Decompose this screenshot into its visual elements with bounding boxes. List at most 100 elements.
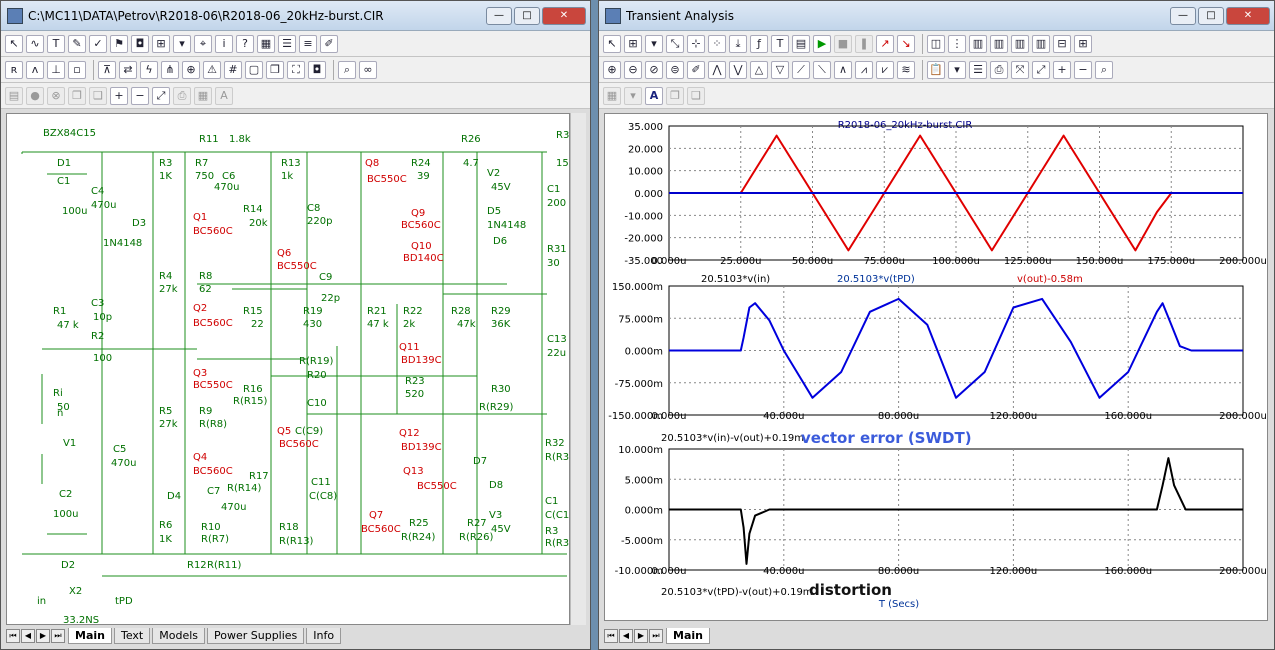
close-button[interactable]: ✕ — [1226, 6, 1270, 25]
region-icon[interactable]: ⛶ — [287, 60, 305, 79]
find-icon[interactable]: ⌕ — [338, 60, 356, 79]
cursor-global-high-icon[interactable]: ⟍ — [813, 60, 831, 79]
last-tab-icon[interactable]: ⏭ — [51, 629, 65, 643]
cursor-icon[interactable]: ⤓ — [729, 34, 747, 53]
zoom-fit-icon[interactable]: ⤢ — [152, 86, 170, 105]
pause-icon[interactable]: ❚ — [855, 34, 873, 53]
function-icon[interactable]: ƒ — [750, 34, 768, 53]
zoom-reset-icon[interactable]: ⌕ — [1095, 60, 1113, 79]
run-icon[interactable]: ▶ — [813, 34, 831, 53]
library-icon[interactable]: ☰ — [278, 34, 296, 53]
edit-icon[interactable]: ✐ — [320, 34, 338, 53]
cursor-inflect-icon[interactable]: ⟋ — [792, 60, 810, 79]
cursor-slope-icon[interactable]: ≋ — [897, 60, 915, 79]
cursor-peak-icon[interactable]: ⋀ — [708, 60, 726, 79]
component-icon[interactable]: ⊞ — [152, 34, 170, 53]
wire-icon[interactable]: ∿ — [26, 34, 44, 53]
schematic-window[interactable]: C:\MC11\DATA\Petrov\R2018-06\R2018-06_20… — [0, 0, 591, 650]
dropdown-icon[interactable]: ▾ — [645, 34, 663, 53]
cursor-top-icon[interactable]: ⩘ — [855, 60, 873, 79]
copy-icon[interactable]: ❐ — [68, 86, 86, 105]
stop-icon[interactable]: ● — [26, 86, 44, 105]
grid-icon[interactable]: # — [224, 60, 242, 79]
dropdown-icon[interactable]: ▾ — [948, 60, 966, 79]
camera-icon[interactable]: ◘ — [131, 34, 149, 53]
paste-icon[interactable]: ❑ — [687, 86, 705, 105]
zoom-in-icon[interactable]: ⊕ — [603, 60, 621, 79]
next-tab-icon[interactable]: ▶ — [36, 629, 50, 643]
node-voltages-icon[interactable]: ʌ — [26, 60, 44, 79]
binoculars-icon[interactable]: ∞ — [359, 60, 377, 79]
optimize-icon[interactable]: ↘ — [897, 34, 915, 53]
probe-icon[interactable]: ⌖ — [194, 34, 212, 53]
zoom-out-icon[interactable]: − — [131, 86, 149, 105]
tab-main[interactable]: Main — [666, 628, 710, 644]
layout-icon[interactable]: ▦ — [194, 86, 212, 105]
info-icon[interactable]: i — [215, 34, 233, 53]
next-tab-icon[interactable]: ▶ — [634, 629, 648, 643]
copy-icon[interactable]: ❐ — [266, 60, 284, 79]
bounds-icon[interactable]: ◫ — [927, 34, 945, 53]
plot-icon-3[interactable]: ▥ — [1011, 34, 1029, 53]
first-tab-icon[interactable]: ⏮ — [6, 629, 20, 643]
node-numbers-icon[interactable]: ʀ — [5, 60, 23, 79]
tab-text[interactable]: Text — [113, 628, 151, 644]
last-tab-icon[interactable]: ⏭ — [649, 629, 663, 643]
stop-icon[interactable]: ■ — [834, 34, 852, 53]
properties-icon[interactable]: ▤ — [792, 34, 810, 53]
prev-tab-icon[interactable]: ◀ — [21, 629, 35, 643]
power-icon[interactable]: ⊕ — [182, 60, 200, 79]
fit-icon[interactable]: ⤧ — [1011, 60, 1029, 79]
select-mode-icon[interactable]: ↖ — [603, 34, 621, 53]
font-icon[interactable]: A — [215, 86, 233, 105]
list-icon[interactable]: ☰ — [969, 60, 987, 79]
zoom-icon[interactable]: ⊘ — [645, 60, 663, 79]
tab-power-supplies[interactable]: Power Supplies — [207, 628, 305, 644]
tab-models[interactable]: Models — [152, 628, 205, 644]
text-icon[interactable]: T — [47, 34, 65, 53]
arrows-icon[interactable]: ⇄ — [119, 60, 137, 79]
data-points-icon[interactable]: ⊹ — [687, 34, 705, 53]
v-split-icon[interactable]: ⊞ — [1074, 34, 1092, 53]
print-icon[interactable]: ⎙ — [173, 86, 191, 105]
table-icon[interactable]: ≡ — [299, 34, 317, 53]
layout-icon[interactable]: ▦ — [603, 86, 621, 105]
bolt-icon[interactable]: ϟ — [140, 60, 158, 79]
zoom-in-icon[interactable]: + — [1053, 60, 1071, 79]
grid-text-icon[interactable]: ▫ — [68, 60, 86, 79]
maximize-button[interactable]: □ — [514, 6, 540, 25]
properties-icon[interactable]: ▤ — [5, 86, 23, 105]
analysis-title-bar[interactable]: Transient Analysis — □ ✕ — [599, 1, 1274, 31]
cursor-valley-icon[interactable]: ⋁ — [729, 60, 747, 79]
cursor-global-low-icon[interactable]: ∧ — [834, 60, 852, 79]
warning-icon[interactable]: ⚠ — [203, 60, 221, 79]
cursor-high-icon[interactable]: △ — [750, 60, 768, 79]
paste-icon[interactable]: ❑ — [89, 86, 107, 105]
tokens-icon[interactable]: ⁘ — [708, 34, 726, 53]
camera-icon[interactable]: ◘ — [308, 60, 326, 79]
cursor-bottom-icon[interactable]: ⩗ — [876, 60, 894, 79]
expand-icon[interactable]: ⤢ — [1032, 60, 1050, 79]
dropdown-icon[interactable]: ▾ — [173, 34, 191, 53]
schematic-title-bar[interactable]: C:\MC11\DATA\Petrov\R2018-06\R2018-06_20… — [1, 1, 590, 31]
analysis-window[interactable]: Transient Analysis — □ ✕ ↖ ⊞ ▾ ⤡ ⊹ ⁘ ⤓ ƒ… — [598, 0, 1275, 650]
first-tab-icon[interactable]: ⏮ — [604, 629, 618, 643]
calc-icon[interactable]: ▦ — [257, 34, 275, 53]
maximize-button[interactable]: □ — [1198, 6, 1224, 25]
flag-icon[interactable]: ⚑ — [110, 34, 128, 53]
select-mode-icon[interactable]: ↖ — [5, 34, 23, 53]
clipboard-icon[interactable]: 📋 — [927, 60, 945, 79]
text-icon[interactable]: T — [771, 34, 789, 53]
split-icon[interactable]: ⋔ — [161, 60, 179, 79]
tab-info[interactable]: Info — [306, 628, 342, 644]
check-icon[interactable]: ✓ — [89, 34, 107, 53]
help-icon[interactable]: ? — [236, 34, 254, 53]
component-icon[interactable]: ⊞ — [624, 34, 642, 53]
close-button[interactable]: ✕ — [542, 6, 586, 25]
dropdown-icon[interactable]: ▾ — [624, 86, 642, 105]
minimize-button[interactable]: — — [1170, 6, 1196, 25]
h-split-icon[interactable]: ⊟ — [1053, 34, 1071, 53]
zoom-in-icon[interactable]: + — [110, 86, 128, 105]
page-icon[interactable]: ▢ — [245, 60, 263, 79]
